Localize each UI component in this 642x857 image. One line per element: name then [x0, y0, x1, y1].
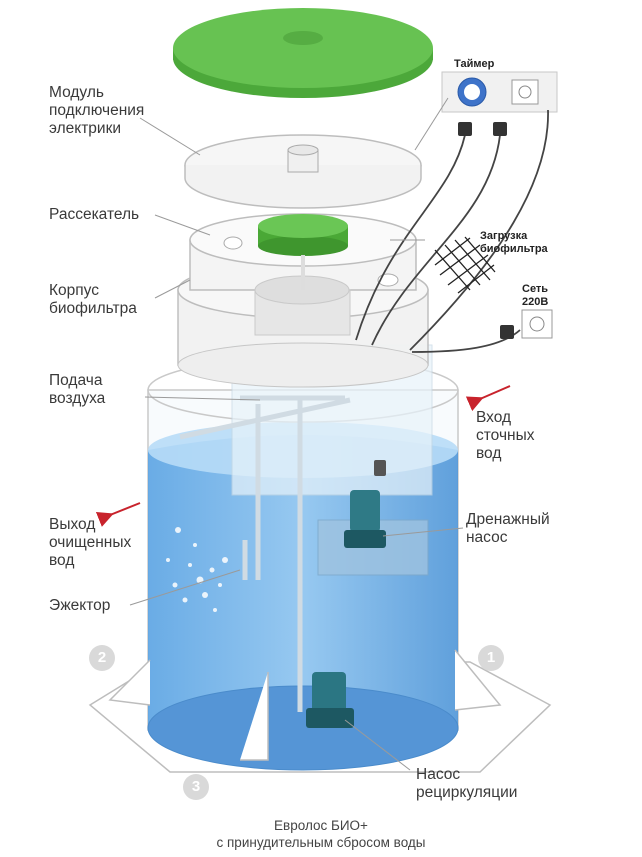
- timer-panel: [441, 71, 558, 113]
- marker-2: 2: [89, 645, 115, 671]
- caption-title: Евролос БИО+: [274, 818, 368, 833]
- label-ejector: Эжектор: [49, 597, 111, 614]
- module-ring: [184, 134, 422, 209]
- label-splitter: Рассекатель: [49, 206, 140, 223]
- top-lid: [173, 8, 433, 98]
- marker-1: 1: [478, 645, 504, 671]
- base-gussets: [108, 649, 502, 761]
- label-module: Модуль подключения электрики: [49, 84, 145, 137]
- splitter-shape: [258, 214, 348, 290]
- plugs: [458, 122, 514, 339]
- label-inlet: Вход сточных вод: [476, 409, 535, 462]
- caption-subtitle: с принудительным сбросом воды: [216, 835, 426, 850]
- flow-arrows: [95, 385, 511, 527]
- air-bubbles: [166, 527, 228, 612]
- biofilter-mesh: [434, 236, 496, 294]
- label-recirc-pump: Насос рециркуляции: [416, 766, 518, 801]
- label-drain-pump: Дренажный насос: [466, 511, 550, 546]
- label-biofilter-body: Корпус биофильтра: [49, 282, 137, 317]
- label-outlet: Выход очищенных вод: [49, 516, 132, 569]
- network-socket: [521, 309, 553, 339]
- marker-3: 3: [183, 774, 209, 800]
- outlet-arrow: [95, 502, 141, 527]
- label-timer: Таймер: [454, 58, 495, 70]
- pointer-lines: [129, 97, 464, 771]
- pipes: [179, 395, 351, 712]
- recirc-pump-shape: [306, 672, 354, 728]
- label-biofilter-load: Загрузка биофильтра: [480, 230, 548, 255]
- label-network: Сеть 220В: [522, 283, 549, 308]
- drain-pump-shape: [344, 460, 386, 548]
- label-air-supply: Подача воздуха: [49, 372, 106, 407]
- inlet-arrow: [465, 385, 511, 412]
